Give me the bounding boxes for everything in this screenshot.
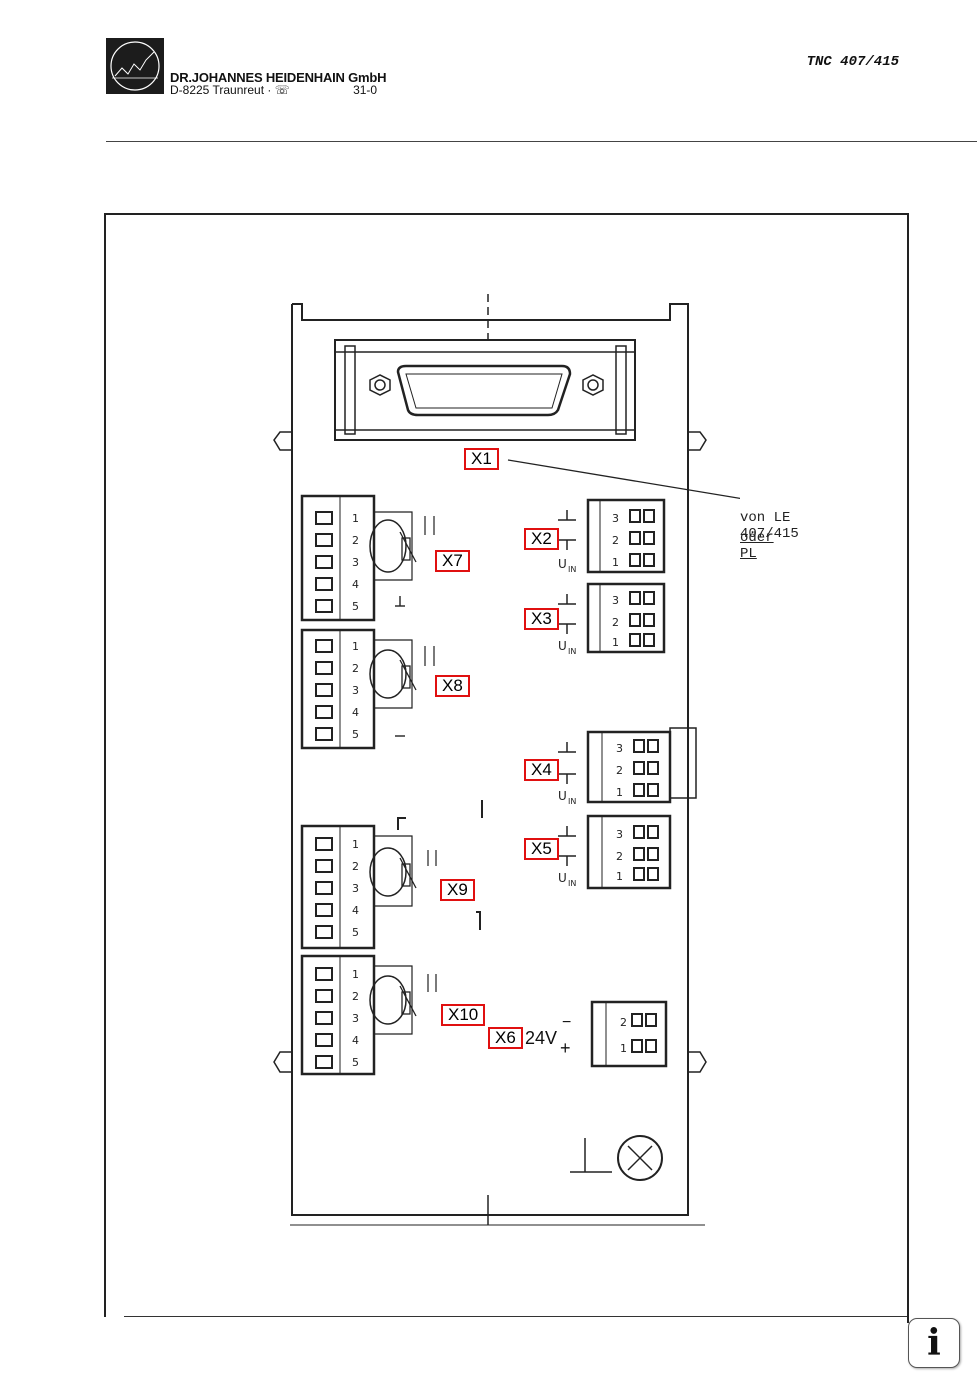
svg-text:3: 3 [352, 1012, 359, 1025]
voltage-label: 24V [525, 1028, 558, 1048]
svg-text:5: 5 [352, 600, 359, 613]
frame-top-border [106, 213, 909, 215]
document-title: TNC 407/415 [806, 54, 899, 70]
svg-text:1: 1 [612, 636, 619, 649]
connector-label-x10: X10 [441, 1004, 486, 1026]
svg-text:4: 4 [352, 706, 359, 719]
svg-text:2: 2 [620, 1016, 627, 1029]
minus-sign: − [562, 1014, 572, 1031]
footer-divider [124, 1316, 907, 1317]
connector-label-x1: X1 [464, 448, 499, 470]
frame-left-border [104, 213, 106, 1317]
note-source-line1: von LE 407/415 [740, 510, 799, 542]
svg-text:3: 3 [612, 594, 619, 607]
header-divider [106, 141, 977, 142]
svg-text:IN: IN [568, 879, 576, 888]
connector-label-x7: X7 [435, 550, 470, 572]
info-icon: i [927, 1322, 941, 1364]
connector-label-x2: X2 [524, 528, 559, 550]
svg-text:3: 3 [612, 512, 619, 525]
svg-text:IN: IN [568, 565, 576, 574]
svg-text:2: 2 [612, 534, 619, 547]
svg-text:IN: IN [568, 797, 576, 806]
svg-text:3: 3 [352, 684, 359, 697]
svg-text:2: 2 [352, 534, 359, 547]
svg-text:5: 5 [352, 926, 359, 939]
svg-text:5: 5 [352, 728, 359, 741]
svg-text:2: 2 [612, 616, 619, 629]
connector-label-x6: X6 [488, 1027, 523, 1049]
svg-text:3: 3 [616, 742, 623, 755]
svg-text:U: U [558, 789, 567, 803]
svg-text:5: 5 [352, 1056, 359, 1069]
svg-text:U: U [558, 639, 567, 653]
svg-text:1: 1 [616, 870, 623, 883]
address-text: D-8225 Traunreut · ☏ [170, 83, 290, 97]
svg-text:1: 1 [352, 838, 359, 851]
connector-label-x4: X4 [524, 759, 559, 781]
phone-number: 31-0 [353, 83, 378, 97]
company-name: DR.JOHANNES HEIDENHAIN GmbH [170, 70, 387, 85]
connector-label-x3: X3 [524, 608, 559, 630]
svg-text:2: 2 [352, 662, 359, 675]
svg-text:2: 2 [616, 850, 623, 863]
svg-text:2: 2 [352, 990, 359, 1003]
svg-text:2: 2 [352, 860, 359, 873]
svg-text:4: 4 [352, 578, 359, 591]
svg-text:3: 3 [352, 882, 359, 895]
svg-text:U: U [558, 557, 567, 571]
svg-text:1: 1 [352, 512, 359, 525]
svg-text:1: 1 [352, 640, 359, 653]
frame-right-border [907, 213, 909, 1323]
company-address: D-8225 Traunreut · ☏ 31-0 [170, 83, 377, 97]
plus-sign: + [560, 1038, 571, 1058]
svg-text:1: 1 [352, 968, 359, 981]
info-button[interactable]: i [908, 1318, 960, 1368]
svg-text:U: U [558, 871, 567, 885]
svg-text:1: 1 [620, 1042, 627, 1055]
svg-text:IN: IN [568, 647, 576, 656]
connector-label-x5: X5 [524, 838, 559, 860]
heidenhain-logo [106, 38, 164, 94]
svg-text:1: 1 [616, 786, 623, 799]
svg-text:1: 1 [612, 556, 619, 569]
svg-text:4: 4 [352, 904, 359, 917]
svg-text:4: 4 [352, 1034, 359, 1047]
svg-text:3: 3 [616, 828, 623, 841]
connector-label-x9: X9 [440, 879, 475, 901]
svg-text:3: 3 [352, 556, 359, 569]
note-source-line2: oder PL [740, 530, 774, 562]
svg-text:2: 2 [616, 764, 623, 777]
connector-label-x8: X8 [435, 675, 470, 697]
